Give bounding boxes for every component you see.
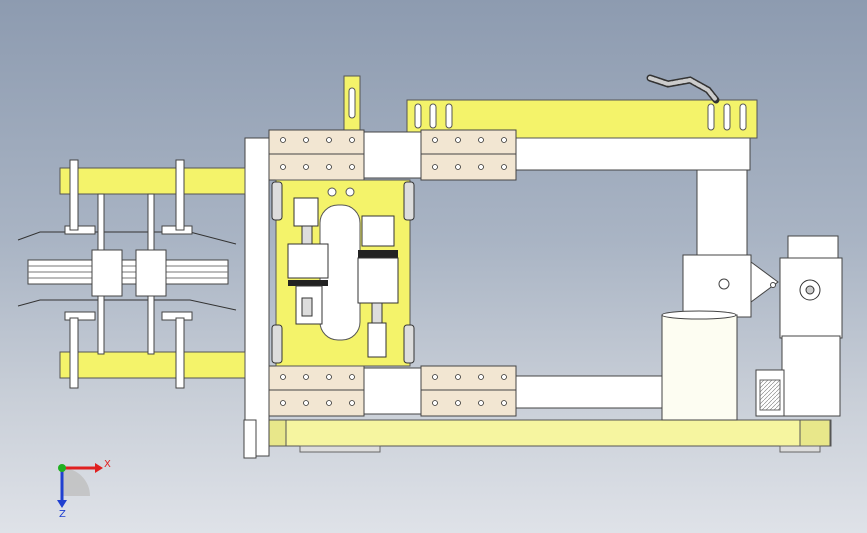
right-column[interactable] [682,169,779,318]
gripper-right[interactable] [357,215,399,358]
left-spreader[interactable] [17,167,246,379]
x-axis-label: X [104,459,111,470]
cylinder-housing[interactable] [661,310,738,421]
sensor-bracket[interactable] [343,75,361,135]
coordinate-triad-icon [57,463,103,508]
connector-plates [363,131,422,415]
slider-bolts [280,137,507,406]
gripper-left[interactable] [287,197,329,325]
z-axis-label: Z [59,509,66,520]
drag-chain-icon [646,74,720,104]
spreader-rods [69,159,185,389]
servo-motor-icon[interactable] [755,235,843,417]
left-frame[interactable] [243,137,270,459]
guide-rollers [271,181,415,364]
base-rail[interactable] [255,419,832,453]
